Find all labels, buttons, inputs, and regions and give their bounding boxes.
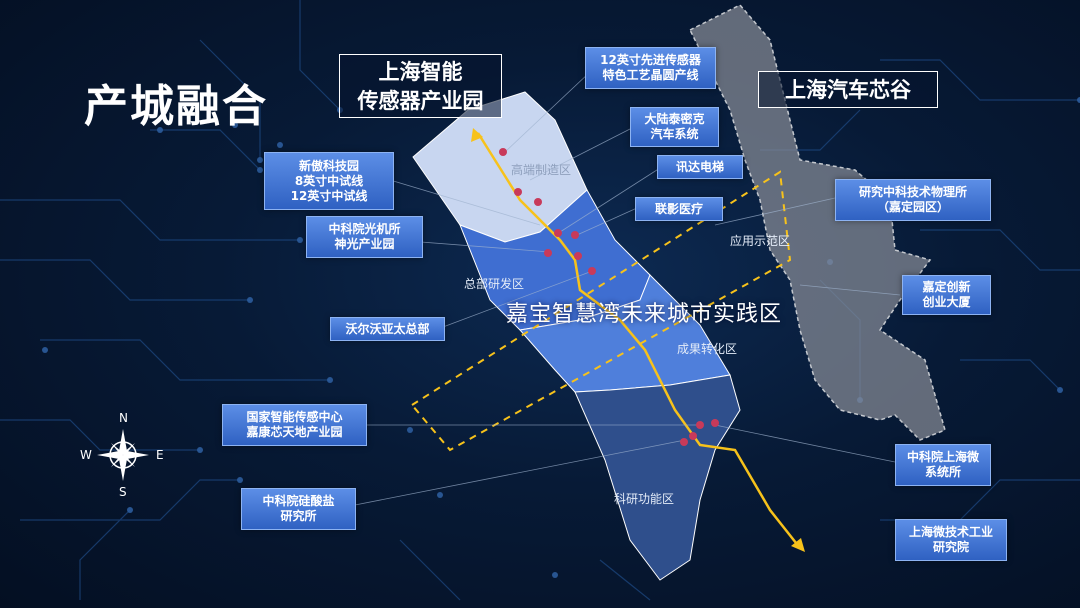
label-cas-silicate-1: 中科院硅酸盐 <box>262 494 335 508</box>
label-sensor-line-1: 12英寸先进传感器 <box>600 53 701 67</box>
label-cas-physics-1: 研究中科技术物理所 <box>858 185 967 199</box>
label-xunda: 讯达电梯 <box>657 155 743 179</box>
label-national-sensor-2: 嘉康芯天地产业园 <box>246 425 343 439</box>
zone-label-hq-rd: 总部研发区 <box>464 277 525 291</box>
label-sensor-line-2: 特色工艺晶圆产线 <box>602 68 699 82</box>
label-jiading-startup-1: 嘉定创新 <box>922 280 971 294</box>
sensor-park-title-line1: 上海智能 <box>378 59 463 84</box>
label-cas-physics-2: （嘉定园区） <box>876 200 949 214</box>
label-cas-sh-micro: 中科院上海微 系统所 <box>895 444 991 486</box>
route-arrow-end <box>791 538 805 552</box>
sensor-park-title: 上海智能 传感器产业园 <box>339 54 502 118</box>
compass-south-label: S <box>119 485 127 499</box>
label-cas-sh-micro-1: 中科院上海微 <box>906 450 979 464</box>
compass-rose <box>97 429 149 481</box>
auto-chip-valley-title: 上海汽车芯谷 <box>758 71 938 108</box>
label-xinao: 新傲科技园 8英寸中试线 12英寸中试线 <box>264 152 394 210</box>
label-continental: 大陆泰密克 汽车系统 <box>630 107 719 147</box>
label-national-sensor-1: 国家智能传感中心 <box>246 410 343 424</box>
label-cas-optics-1: 中科院光机所 <box>328 222 401 236</box>
label-sh-micro-tech: 上海微技术工业 研究院 <box>895 519 1007 561</box>
site-markers <box>499 148 719 446</box>
label-cas-optics: 中科院光机所 神光产业园 <box>306 216 423 258</box>
label-national-sensor: 国家智能传感中心 嘉康芯天地产业园 <box>222 404 367 446</box>
zone-research <box>574 374 741 581</box>
label-sh-micro-tech-2: 研究院 <box>932 540 969 554</box>
zone-label-application: 应用示范区 <box>730 234 791 248</box>
label-continental-1: 大陆泰密克 <box>644 112 705 126</box>
label-xunda-1: 讯达电梯 <box>675 159 724 174</box>
page-title: 产城融合 <box>84 81 268 132</box>
label-sensor-line: 12英寸先进传感器 特色工艺晶圆产线 <box>585 47 716 89</box>
zone-label-achievement: 成果转化区 <box>677 342 738 356</box>
label-united-imaging: 联影医疗 <box>635 197 723 221</box>
label-jiading-startup-2: 创业大厦 <box>922 295 971 309</box>
district-name: 嘉宝智慧湾未来城市实践区 <box>506 302 783 327</box>
label-continental-2: 汽车系统 <box>650 127 699 141</box>
zone-application-demo <box>410 170 792 452</box>
label-cas-sh-micro-2: 系统所 <box>924 465 961 479</box>
label-cas-optics-2: 神光产业园 <box>334 237 395 251</box>
zone-label-high-end: 高端制造区 <box>511 163 572 177</box>
label-xinao-2: 8英寸中试线 <box>294 173 364 188</box>
label-xinao-1: 新傲科技园 <box>298 158 359 173</box>
zone-label-research: 科研功能区 <box>614 492 675 506</box>
compass-north-label: N <box>119 411 128 425</box>
auto-chip-valley-region <box>688 4 946 441</box>
label-cas-silicate-2: 研究所 <box>280 509 317 523</box>
label-jiading-startup: 嘉定创新 创业大厦 <box>902 275 991 315</box>
route-line <box>476 132 801 549</box>
route-arrow-start <box>471 128 483 142</box>
label-united-imaging-1: 联影医疗 <box>654 201 703 216</box>
circuit-nodes <box>42 97 1080 578</box>
label-volvo-1: 沃尔沃亚太总部 <box>345 321 430 336</box>
label-xinao-3: 12英寸中试线 <box>290 188 368 203</box>
label-volvo: 沃尔沃亚太总部 <box>330 317 445 341</box>
compass-east-label: E <box>156 448 164 462</box>
label-cas-silicate: 中科院硅酸盐 研究所 <box>241 488 356 530</box>
label-sh-micro-tech-1: 上海微技术工业 <box>908 525 993 539</box>
sensor-park-title-line2: 传感器产业园 <box>357 88 484 113</box>
label-cas-physics: 研究中科技术物理所 （嘉定园区） <box>835 179 991 221</box>
compass-west-label: W <box>80 448 92 462</box>
